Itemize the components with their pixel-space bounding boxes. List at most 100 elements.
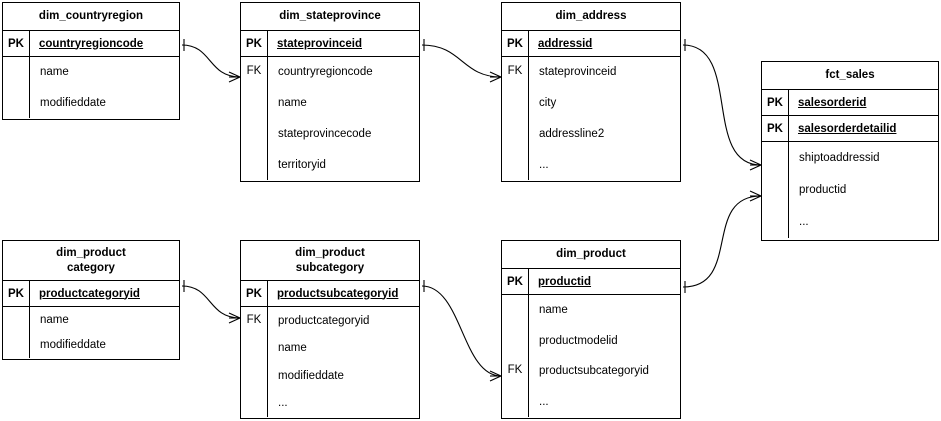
column-divider — [788, 116, 789, 141]
attribute-row[interactable]: name — [278, 97, 307, 110]
attribute-group: shiptoaddressid productid... — [762, 142, 938, 238]
attribute-key-column: FK — [502, 295, 528, 417]
entity-title: dim_address — [502, 3, 680, 31]
attribute-row[interactable]: shiptoaddressid — [799, 151, 880, 164]
attribute-row[interactable]: name — [278, 342, 307, 355]
key-row[interactable]: PK salesorderdetailid — [762, 116, 938, 142]
attribute-row[interactable]: ... — [539, 395, 549, 408]
entity-title: dim_stateprovince — [241, 3, 419, 31]
connector-line — [421, 44, 502, 78]
attribute-key-column — [762, 142, 788, 238]
key-row[interactable]: PK countryregioncode — [3, 31, 179, 57]
attribute-name: productid — [538, 275, 592, 288]
attribute-name: countryregioncode — [39, 37, 144, 50]
connector-line — [181, 285, 241, 319]
connector-line — [682, 195, 762, 288]
attribute-row[interactable]: city — [539, 97, 557, 110]
attribute-list: name productmodelid productsubcategoryid..… — [529, 295, 680, 417]
attribute-row[interactable]: territoryid — [278, 158, 326, 171]
cardinality-many-crowsfoot — [228, 71, 241, 78]
attribute-name: salesorderid — [798, 96, 867, 109]
attribute-row[interactable]: stateprovincecode — [278, 127, 372, 140]
attribute-row[interactable]: modifieddate — [278, 369, 344, 382]
relationship-subcategory-to-product — [421, 280, 502, 382]
attribute-row[interactable]: ... — [799, 215, 809, 228]
foreign-key-indicator: FK — [507, 364, 523, 377]
attribute-group: FK productcategoryid name modifieddate... — [241, 307, 419, 418]
column-divider — [29, 281, 30, 306]
cardinality-many-crowsfoot — [489, 370, 502, 377]
attribute-name: stateprovinceid — [277, 37, 362, 50]
column-divider — [528, 31, 529, 56]
attribute-name: addressid — [538, 37, 593, 50]
attribute-row[interactable]: productsubcategoryid — [539, 365, 649, 378]
cardinality-many-crowsfoot — [228, 312, 241, 319]
attribute-group: name modifieddate — [3, 57, 179, 119]
foreign-key-indicator: FK — [246, 313, 262, 326]
attribute-group: FK name productmodelid productsubcategoryid… — [502, 295, 680, 418]
entity-title: dim_product category — [3, 241, 179, 281]
attribute-group: FK countryregioncode name stateprovincecode… — [241, 57, 419, 181]
column-divider — [29, 31, 30, 56]
key-indicator: PK — [8, 287, 24, 300]
attribute-row[interactable]: productcategoryid — [278, 314, 370, 327]
attribute-row[interactable]: productmodelid — [539, 334, 618, 347]
attribute-row[interactable]: name — [40, 66, 69, 79]
attribute-row[interactable]: name — [539, 304, 568, 317]
attribute-row[interactable]: ... — [278, 397, 288, 410]
cardinality-many-crowsfoot — [749, 190, 762, 197]
cardinality-many-crowsfoot — [749, 164, 762, 171]
key-indicator: PK — [246, 37, 262, 50]
attribute-row[interactable]: modifieddate — [40, 96, 106, 109]
relationship-stateprovince-to-address — [421, 39, 502, 83]
attribute-row[interactable]: stateprovinceid — [539, 66, 617, 79]
relationship-product-to-sales — [682, 190, 762, 293]
attribute-key-column — [3, 307, 29, 358]
attribute-row[interactable]: ... — [539, 158, 549, 171]
attribute-name: productcategoryid — [39, 287, 140, 300]
attribute-list: name modifieddate — [30, 57, 179, 118]
attribute-list: productcategoryid name modifieddate... — [268, 307, 419, 417]
cardinality-many-crowsfoot — [749, 195, 762, 202]
attribute-name: salesorderdetailid — [798, 122, 897, 135]
attribute-key-column — [3, 57, 29, 118]
key-indicator: PK — [767, 96, 783, 109]
cardinality-many-crowsfoot — [489, 375, 502, 382]
relationship-address-to-sales — [682, 39, 762, 171]
cardinality-many-crowsfoot — [228, 317, 241, 324]
entity-title: dim_product subcategory — [241, 241, 419, 281]
column-divider — [528, 269, 529, 294]
attribute-row[interactable]: name — [40, 313, 69, 326]
key-indicator: PK — [8, 37, 24, 50]
key-indicator: PK — [767, 122, 783, 135]
key-row[interactable]: PK productcategoryid — [3, 281, 179, 307]
attribute-key-column: FK — [241, 57, 267, 180]
cardinality-many-crowsfoot — [228, 76, 241, 83]
cardinality-many-crowsfoot — [489, 71, 502, 78]
column-divider — [788, 90, 789, 115]
attribute-key-column: FK — [241, 307, 267, 417]
attribute-list: stateprovinceid city addressline2... — [529, 57, 680, 180]
attribute-row[interactable]: productid — [799, 183, 847, 196]
column-divider — [267, 281, 268, 306]
connector-line — [181, 44, 241, 78]
attribute-row[interactable]: addressline2 — [539, 127, 605, 140]
entity-title: dim_product — [502, 241, 680, 269]
attribute-row[interactable]: countryregioncode — [278, 66, 373, 79]
attribute-row[interactable]: modifieddate — [40, 339, 106, 352]
key-row[interactable]: PK salesorderid — [762, 90, 938, 116]
key-row[interactable]: PK stateprovinceid — [241, 31, 419, 57]
foreign-key-indicator: FK — [246, 65, 262, 78]
attribute-list: shiptoaddressid productid... — [789, 142, 938, 238]
